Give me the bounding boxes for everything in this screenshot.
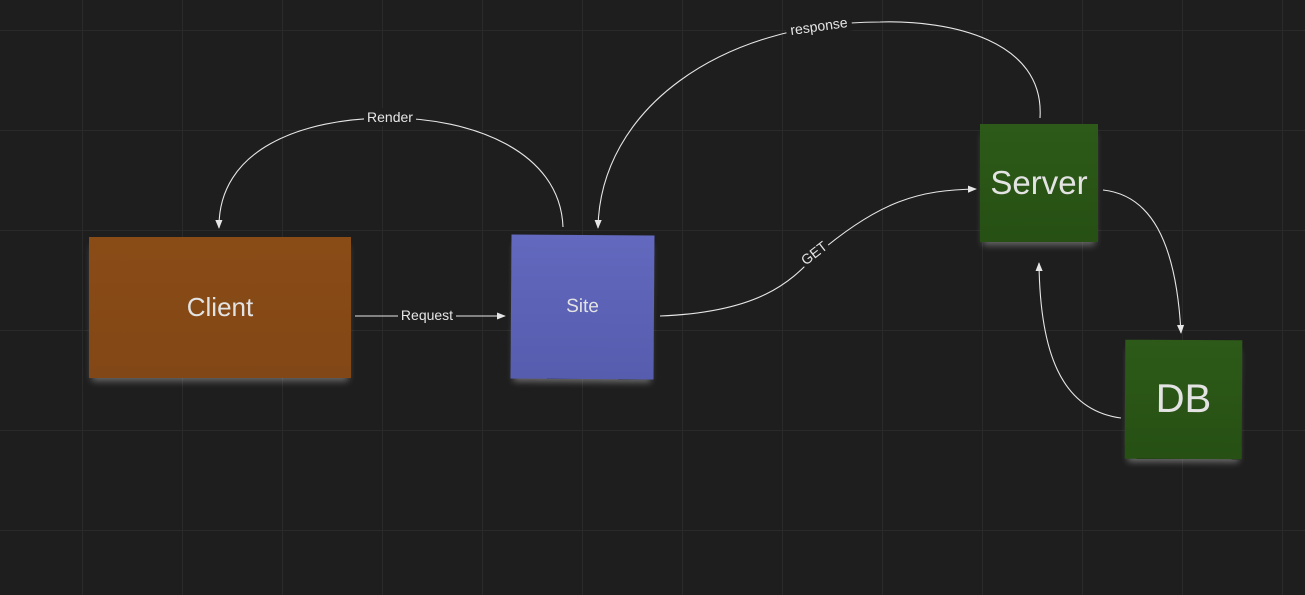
request-label-bg [398,306,456,324]
edge-get[interactable]: GET [659,185,977,317]
site-sticky-note[interactable]: Site [510,234,655,380]
render-label: Render [367,109,413,125]
site-note-label: Site [566,295,599,318]
edge-response[interactable]: response [594,12,1041,229]
render-connector[interactable] [215,117,564,229]
db-note-label: DB [1155,376,1212,422]
response-label: response [789,14,848,38]
server-to-db-connector[interactable] [1102,189,1185,334]
edge-server-to-db[interactable] [1102,189,1185,334]
server-sticky-note[interactable]: Server [980,124,1098,242]
edge-render[interactable]: Render [215,108,564,229]
response-label-bg [784,12,853,40]
db-to-server-connector[interactable] [1035,262,1122,419]
client-note-label: Client [186,292,254,322]
response-connector[interactable] [594,21,1041,229]
db-sticky-note[interactable]: DB [1124,339,1243,460]
render-label-bg [364,108,416,126]
client-sticky-note[interactable]: Client [89,237,351,378]
edge-db-to-server[interactable] [1035,262,1122,419]
request-label: Request [401,307,453,323]
server-note-label: Server [990,164,1088,201]
get-label-bg [795,236,833,270]
edge-request[interactable]: Request [355,306,506,324]
